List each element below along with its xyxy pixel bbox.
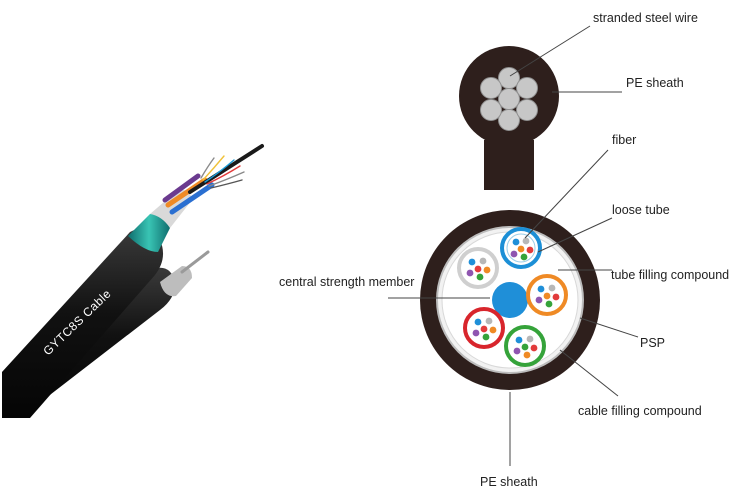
cross-section-diagram: stranded steel wire PE sheath fiber loos…	[279, 11, 729, 489]
label-pe-sheath-top: PE sheath	[626, 76, 684, 90]
main-jacket	[2, 228, 164, 418]
central-strength-member	[492, 282, 528, 318]
label-psp: PSP	[640, 336, 665, 350]
loose-tube-green	[504, 325, 546, 367]
label-tube-filling-compound: tube filling compound	[611, 268, 729, 282]
loose-tube-purple	[162, 173, 201, 203]
inner-core	[150, 189, 192, 228]
leader-lines	[388, 25, 639, 466]
messenger-steel-end	[160, 266, 192, 297]
stranded-steel-wires	[480, 67, 538, 131]
loose-tube-red	[463, 307, 505, 349]
label-pe-sheath-bottom: PE sheath	[480, 475, 538, 489]
messenger-steel-wire	[180, 250, 210, 274]
loose-tube-white	[457, 247, 499, 289]
loose-tube-orange	[526, 274, 568, 316]
psp-armor	[128, 213, 170, 252]
label-loose-tube: loose tube	[612, 203, 670, 217]
loose-tube-blue	[169, 182, 215, 215]
central-strength-member-rod	[188, 144, 264, 194]
loose-tube-blue	[500, 227, 542, 269]
cable-3d-illustration: GYTC8S Cable	[2, 144, 264, 418]
sheath-neck	[484, 140, 534, 190]
label-stranded-steel-wire: stranded steel wire	[593, 11, 698, 25]
label-cable-filling-compound: cable filling compound	[578, 404, 702, 418]
label-central-strength-member: central strength member	[279, 275, 414, 289]
fiber-strands	[200, 155, 245, 189]
label-fiber: fiber	[612, 133, 636, 147]
